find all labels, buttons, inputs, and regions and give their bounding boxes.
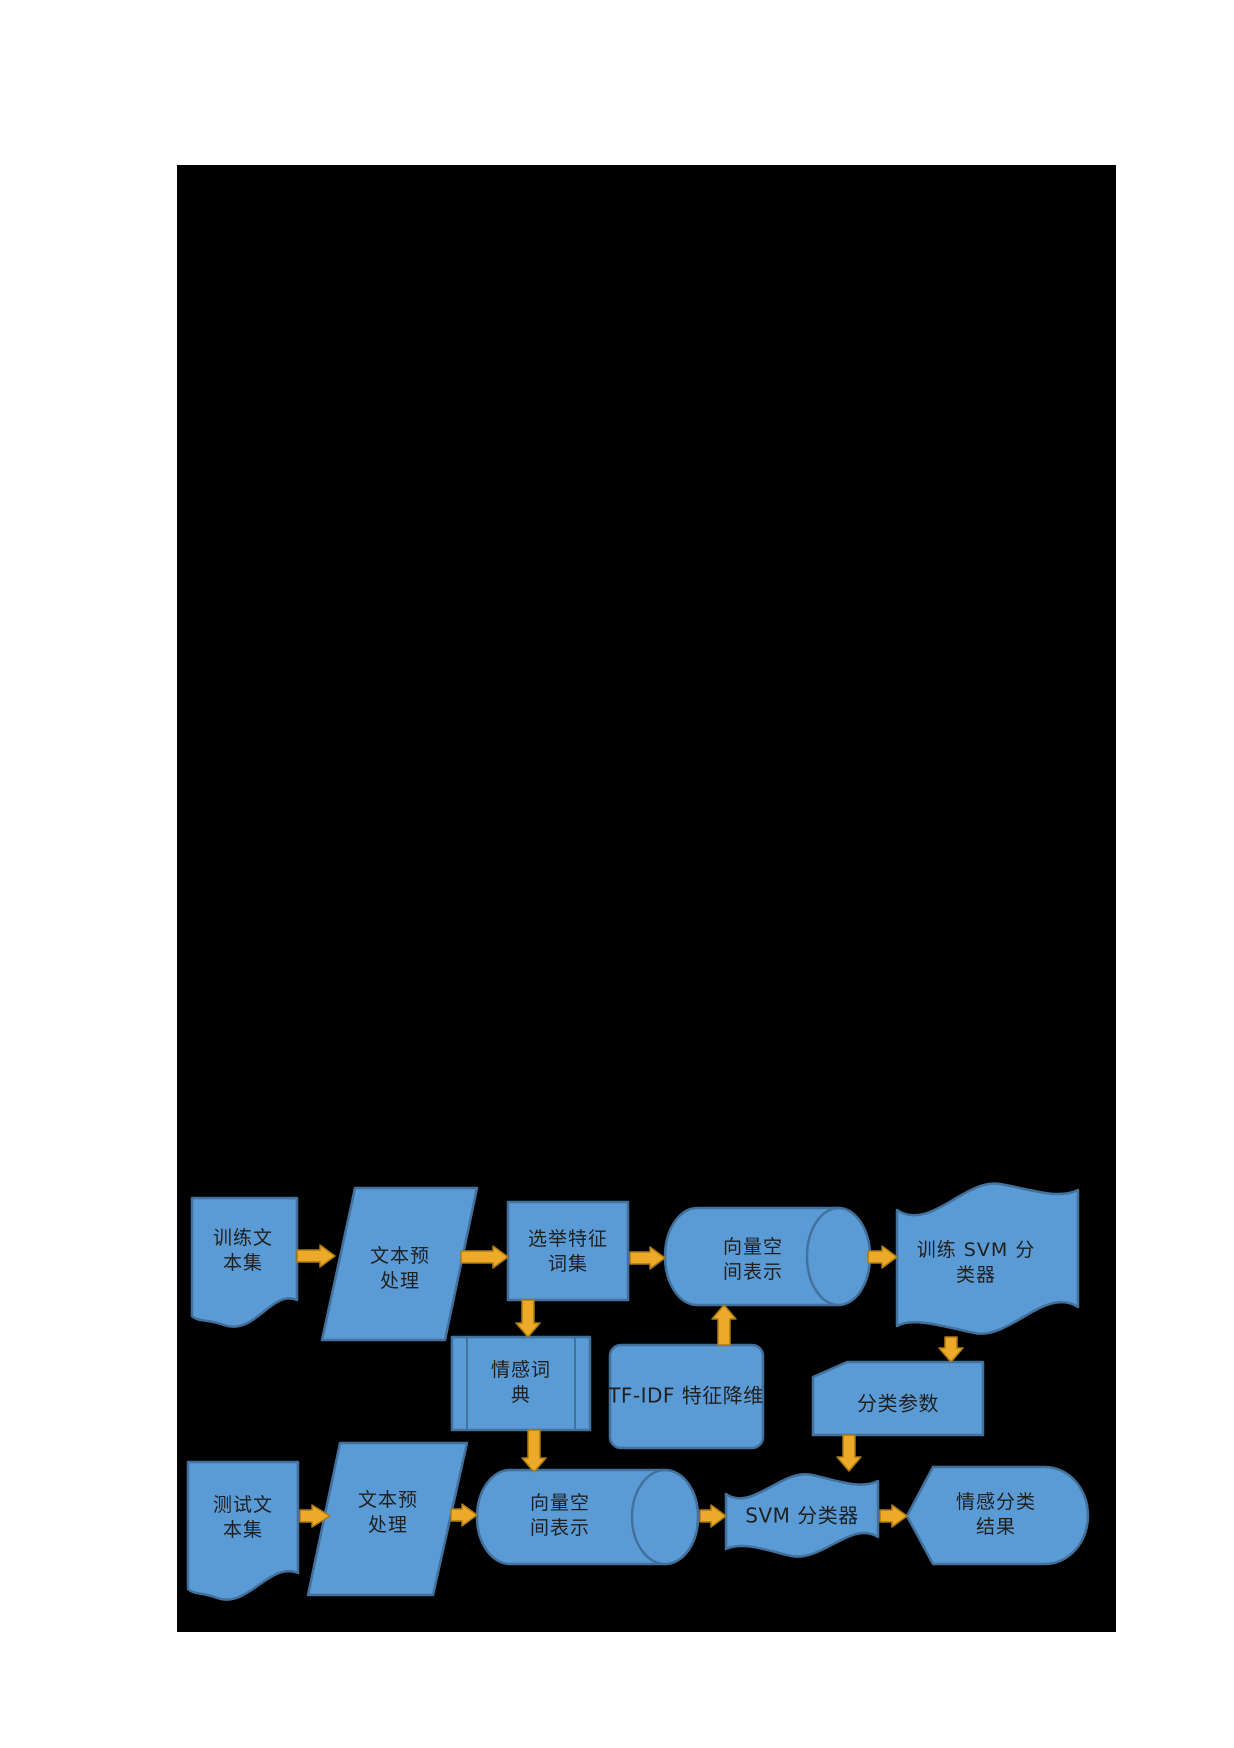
node-class-params-shape bbox=[811, 1360, 985, 1437]
label-train-svm: 训练 SVM 分 类器 bbox=[916, 1239, 1036, 1286]
arrow-feature-words-to-sentiment-dict bbox=[515, 1299, 541, 1338]
node-feature-words-shape bbox=[506, 1200, 630, 1302]
label-vector-space-test: 向量空 间表示 bbox=[529, 1492, 591, 1539]
node-vector-space-train-cap bbox=[805, 1206, 872, 1307]
node-preprocess-test-shape bbox=[306, 1441, 469, 1597]
label-sentiment-result: 情感分类 结果 bbox=[955, 1491, 1037, 1538]
label-sentiment-dict: 情感词 典 bbox=[490, 1359, 552, 1406]
node-svm-classifier-shape bbox=[724, 1473, 880, 1558]
arrow-tfidf-to-vector-space-train bbox=[711, 1304, 737, 1346]
node-sentiment-dict-shape bbox=[450, 1335, 592, 1432]
arrow-feature-words-to-vector-space bbox=[629, 1246, 666, 1270]
label-class-params: 分类参数 bbox=[857, 1391, 939, 1416]
node-train-svm-shape bbox=[895, 1182, 1080, 1335]
node-sentiment-result-shape bbox=[905, 1465, 1090, 1566]
label-svm-classifier: SVM 分类器 bbox=[745, 1503, 859, 1528]
label-vector-space-train: 向量空 间表示 bbox=[722, 1236, 784, 1283]
label-feature-words: 选举特征 词集 bbox=[527, 1228, 609, 1275]
label-test-docs: 测试文 本集 bbox=[212, 1494, 274, 1541]
label-tfidf: TF-IDF 特征降维 bbox=[608, 1383, 764, 1408]
arrow-vector-space-to-train-svm bbox=[867, 1245, 898, 1269]
label-train-docs: 训练文 本集 bbox=[212, 1227, 274, 1274]
arrow-class-params-to-svm-classifier bbox=[836, 1434, 862, 1472]
node-train-docs-shape bbox=[190, 1196, 299, 1328]
arrow-preprocess-to-feature-words bbox=[460, 1245, 509, 1269]
arrow-preprocess-to-vector-space-test bbox=[450, 1503, 478, 1527]
node-preprocess-train-shape bbox=[320, 1186, 479, 1342]
arrow-train-docs-to-preprocess bbox=[296, 1244, 336, 1268]
node-test-docs-shape bbox=[186, 1460, 300, 1601]
arrow-sentiment-dict-to-vector-space-test bbox=[521, 1429, 547, 1473]
label-preprocess-train: 文本预 处理 bbox=[369, 1245, 431, 1292]
arrow-vector-space-test-to-svm bbox=[699, 1504, 727, 1528]
node-vector-space-test-cap bbox=[630, 1468, 700, 1566]
arrow-train-svm-to-class-params bbox=[938, 1336, 964, 1363]
label-preprocess-test: 文本预 处理 bbox=[357, 1489, 419, 1536]
arrow-test-docs-to-preprocess bbox=[299, 1504, 331, 1528]
arrow-svm-to-result bbox=[879, 1504, 908, 1528]
node-tfidf-shape bbox=[608, 1343, 765, 1450]
